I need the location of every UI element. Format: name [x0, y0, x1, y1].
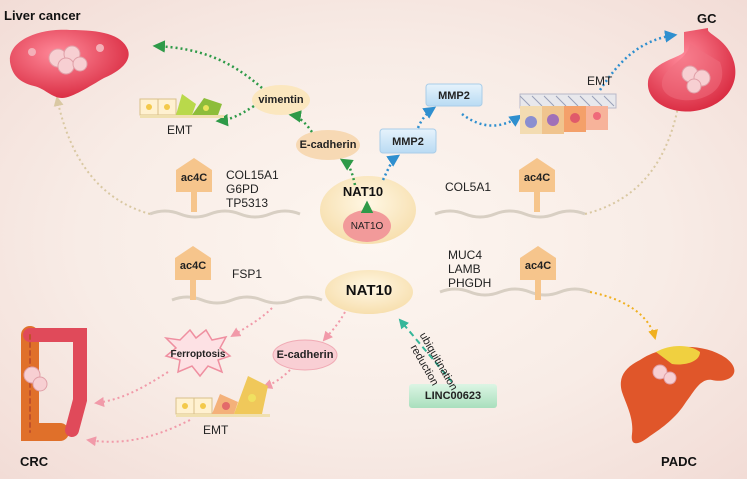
ac4c-marker-padc [520, 246, 556, 300]
linc-node [409, 384, 497, 408]
arrow-nat10-to-ecadherin [339, 158, 357, 186]
arrow-mrna-to-padc [589, 291, 658, 340]
ac4c-marker-gastric [519, 158, 555, 212]
arrow-vimentin-to-emt [215, 104, 255, 127]
ac4c-marker-liver [176, 158, 212, 212]
gene-list-liver: COL15A1 G6PD TP5313 [226, 168, 279, 210]
nat10-inner [343, 210, 391, 242]
gene-item: TP5313 [226, 196, 269, 210]
arrow-mrna-to-liver [53, 96, 151, 215]
mrna-gastric [434, 209, 586, 219]
gene-item: PHGDH [448, 276, 492, 290]
organ-label-liver: Liver cancer [4, 8, 81, 23]
ecadherin-top-node [296, 130, 360, 160]
arrow-emt-to-crc [86, 419, 191, 447]
organ-label-crc: CRC [20, 454, 49, 469]
ecadherin-top-label: E-cadherin [299, 139, 357, 151]
mrna-to-organ-arrows [53, 94, 684, 215]
ac4c-label-liver: ac4C [180, 172, 208, 184]
arrow-emt-to-gc [598, 30, 678, 91]
arrow-nat10-to-ecadherin-bottom [322, 311, 346, 342]
liver-organ [9, 29, 129, 98]
arrow-ferroptosis-to-crc [94, 371, 169, 407]
linc-label: LINC00623 [424, 390, 482, 402]
emt-label-crc: EMT [203, 423, 229, 437]
emt-cells-liver [139, 94, 224, 118]
gastric-pathway-arrows [381, 30, 678, 181]
ac4c-markers [175, 158, 556, 300]
ac4c-label-padc: ac4C [524, 260, 552, 272]
arrow-nat10-to-mmp2 [381, 154, 401, 181]
nat10-inner-label: NAT1O [350, 221, 384, 232]
gene-item: COL15A1 [226, 168, 279, 182]
nat10-center-node [325, 270, 413, 314]
arrow-mmp2-to-mmp2 [416, 106, 437, 129]
gene-item: LAMB [448, 262, 481, 276]
ecadherin-bottom-node [272, 339, 338, 371]
nat10-center-label: NAT10 [345, 282, 393, 299]
vimentin-label: vimentin [258, 94, 304, 106]
gene-item: FSP1 [232, 267, 263, 281]
pancreas-organ [620, 346, 735, 444]
stomach-organ [647, 28, 736, 112]
nat10-label-top: NAT10 [342, 184, 384, 199]
ferroptosis-node [163, 328, 232, 378]
emt-label-liver: EMT [167, 123, 193, 137]
arrow-mrna-to-ferroptosis [230, 307, 273, 338]
emt-cells-crc [175, 376, 270, 417]
gene-item: COL5A1 [445, 180, 492, 194]
vimentin-node [252, 85, 310, 115]
mrna-padc [439, 287, 591, 297]
arrow-ecadherin-to-emt [262, 369, 291, 389]
gene-list-gastric: COL5A1 [445, 180, 491, 194]
arrow-mmp2-to-gastric-cells [461, 113, 523, 127]
mrna-crc [171, 295, 323, 305]
gene-list-crc: FSP1 [232, 267, 262, 281]
ac4c-marker-crc [175, 246, 211, 300]
gene-item: MUC4 [448, 248, 483, 262]
gene-item: G6PD [226, 182, 259, 196]
emt-label-gastric: EMT [587, 74, 613, 88]
ferroptosis-label: Ferroptosis [170, 349, 226, 360]
colon-organ [21, 326, 87, 441]
arrow-linc-to-nat10 [398, 318, 453, 383]
mmp2-lower-node [379, 128, 437, 154]
ac4c-label-gastric: ac4C [523, 172, 551, 184]
organ-label-gastric: GC [697, 11, 717, 26]
emt-cells-gastric [519, 93, 617, 134]
mrna-liver [149, 209, 301, 219]
mmp2-upper-node [425, 83, 483, 107]
mmp2-upper-label: MMP2 [438, 90, 470, 102]
crc-pathway-arrows [86, 307, 346, 447]
arrow-ecadherin-to-vimentin [288, 110, 314, 133]
mmp2-lower-label: MMP2 [392, 136, 424, 148]
liver-pathway-arrows [152, 40, 374, 213]
mrna-strands [149, 209, 591, 305]
organ-label-padc: PADC [661, 454, 697, 469]
arrow-vimentin-to-liver [152, 40, 263, 89]
ecadherin-bottom-label: E-cadherin [276, 349, 334, 361]
gene-list-padc: MUC4 LAMB PHGDH [448, 248, 491, 290]
ac4c-label-crc: ac4C [179, 260, 207, 272]
